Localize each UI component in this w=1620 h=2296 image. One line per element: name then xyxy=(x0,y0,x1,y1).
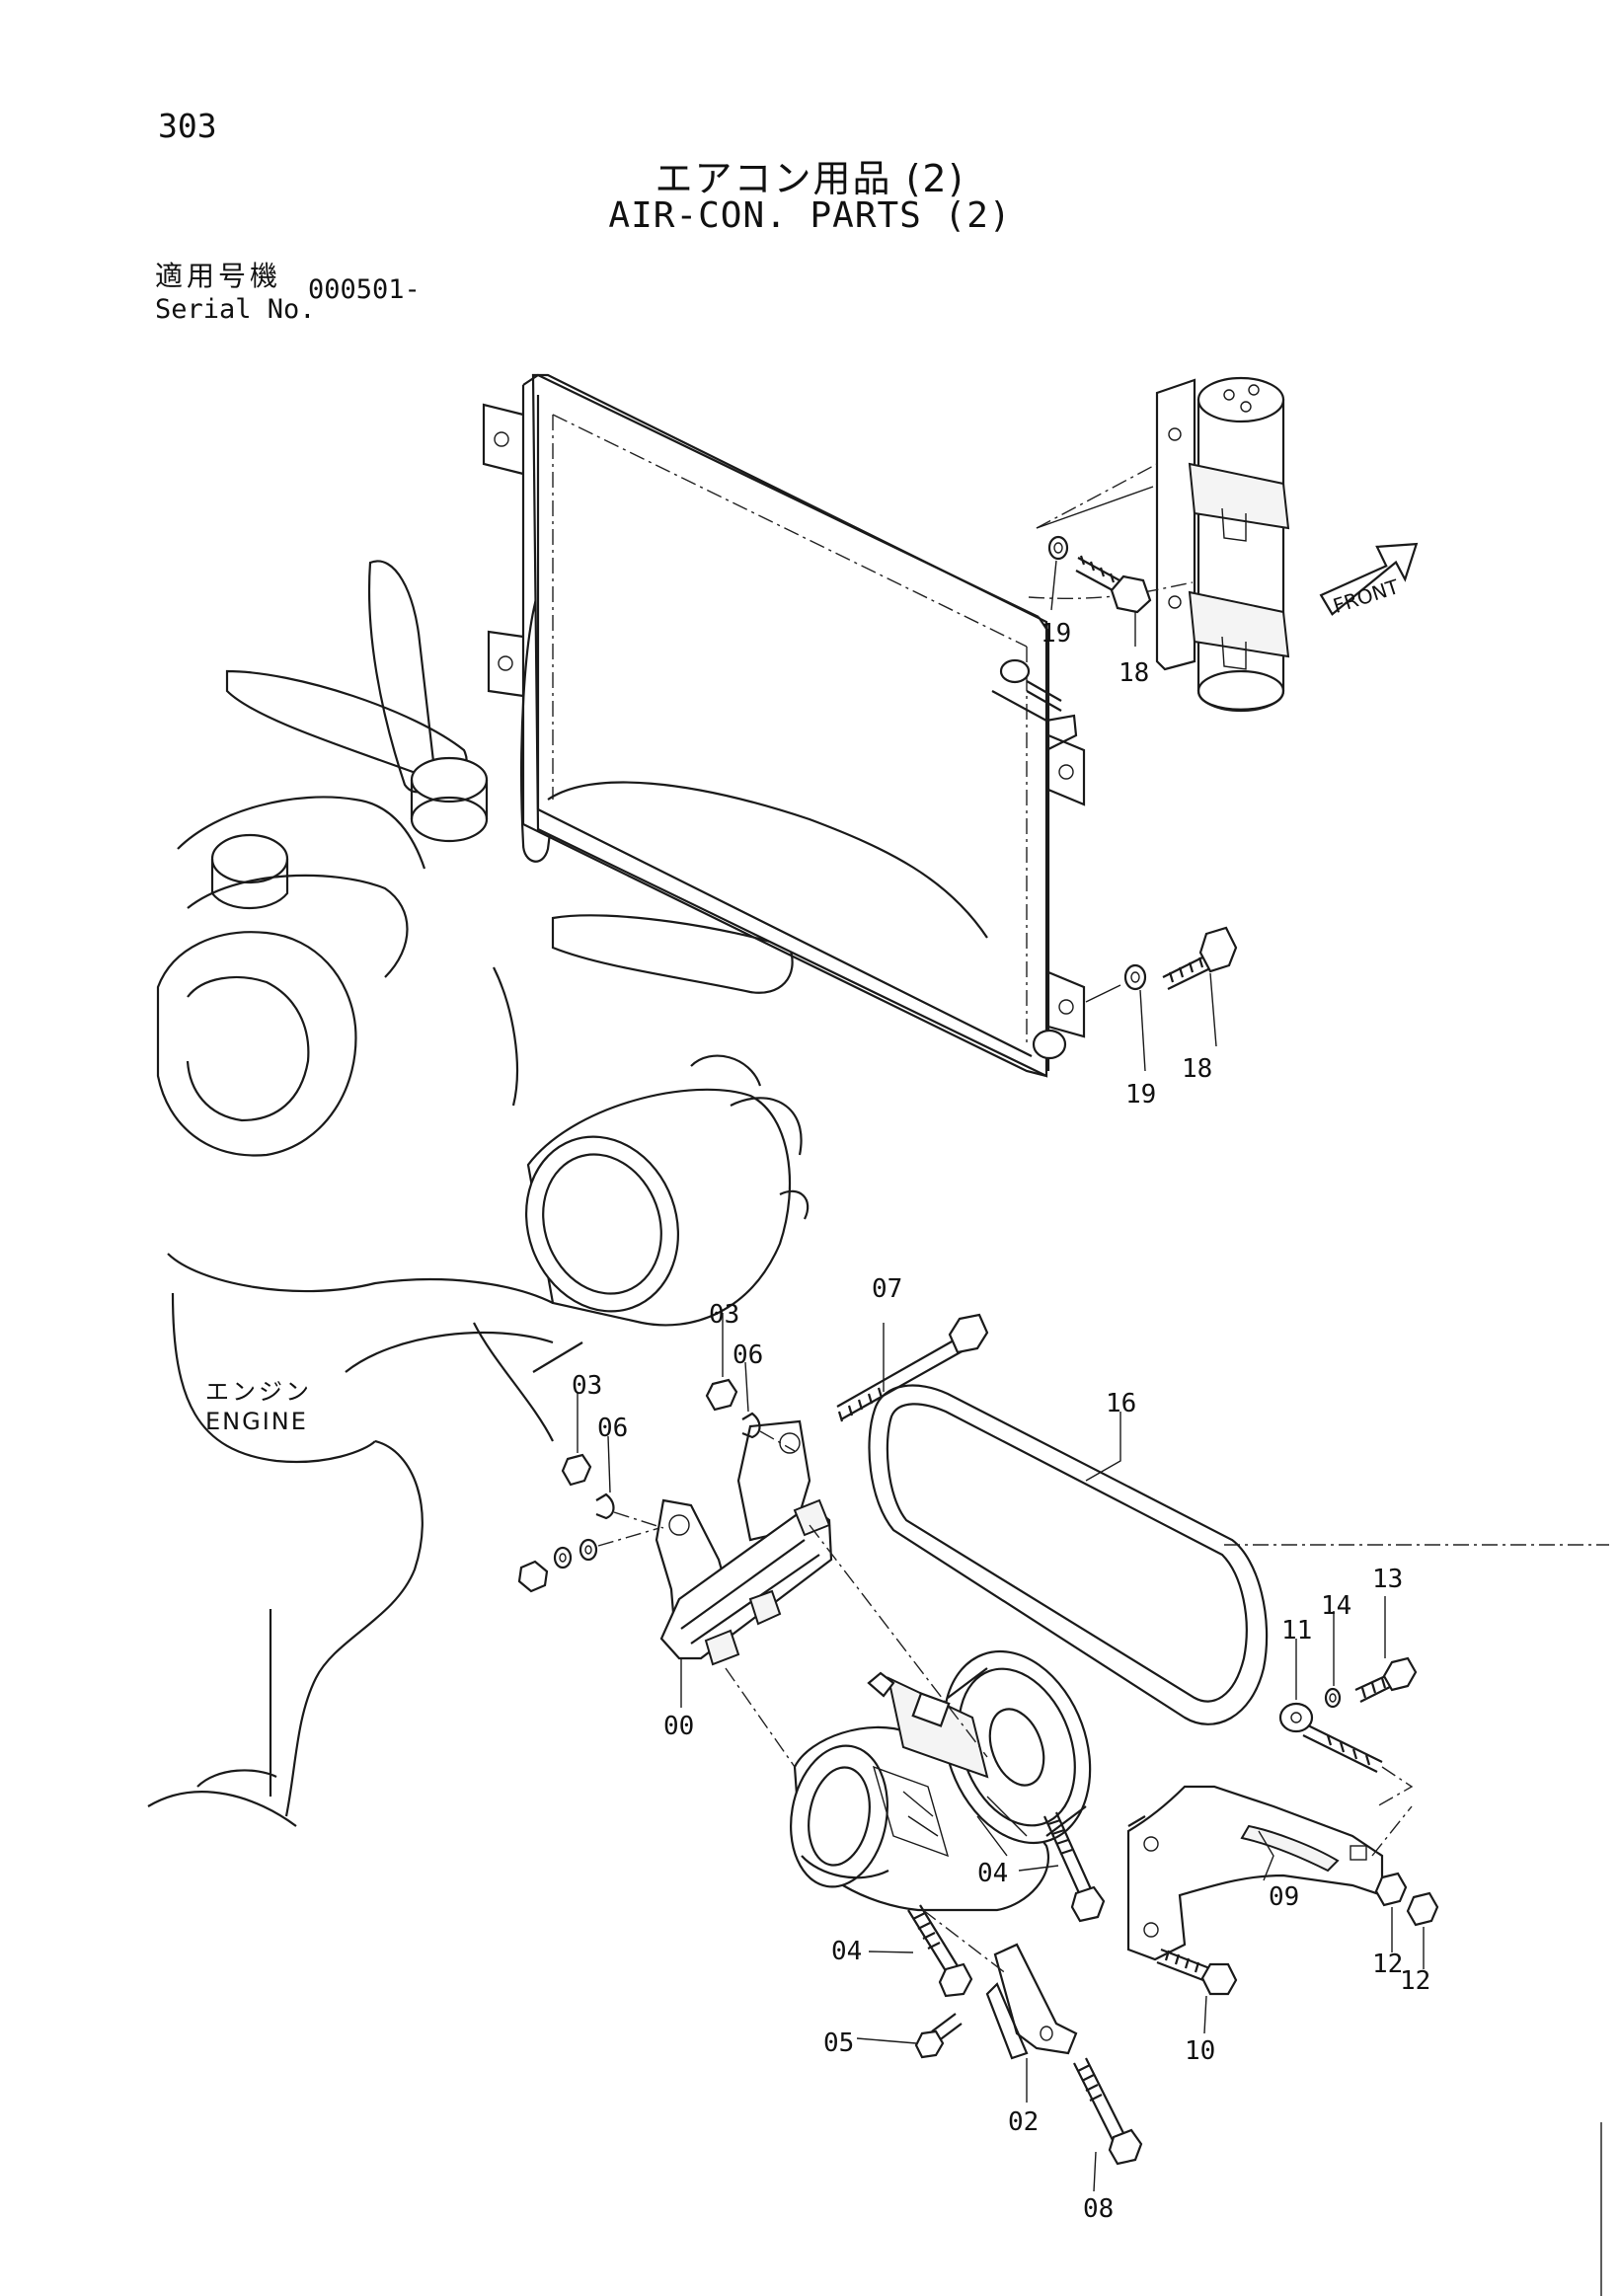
part-label-06-upper: 06 xyxy=(733,1340,763,1370)
serial-label-japanese: 適用号機 xyxy=(155,260,282,292)
bolt-10 xyxy=(1156,1948,1238,2034)
bolt-07 xyxy=(836,1313,989,1422)
condenser xyxy=(482,373,1086,1078)
receiver-drier xyxy=(1028,376,1290,713)
part-number-labels: 19 18 18 19 07 03 06 16 03 06 13 14 11 0… xyxy=(572,619,1430,2224)
part-label-10: 10 xyxy=(1185,2036,1215,2066)
bracket-02 xyxy=(985,1943,1078,2103)
part-label-06-lower: 06 xyxy=(597,1414,628,1443)
bolt-04-right xyxy=(1018,1811,1106,1923)
part-label-19-lower: 19 xyxy=(1125,1080,1156,1110)
part-label-02: 02 xyxy=(1008,2107,1039,2137)
bolt-18-lower xyxy=(1162,926,1238,1047)
nut-03-upper xyxy=(705,1313,738,1412)
part-label-07: 07 xyxy=(872,1274,902,1304)
washer-19-upper xyxy=(1047,535,1069,611)
serial-label-english: Serial No. xyxy=(155,294,316,325)
bolt-18-upper xyxy=(1075,555,1152,647)
part-label-08: 08 xyxy=(1083,2194,1114,2224)
page-number: 303 xyxy=(158,107,217,145)
front-direction-arrow: FRONT xyxy=(1319,542,1419,618)
part-label-05: 05 xyxy=(823,2028,854,2058)
part-label-03-upper: 03 xyxy=(709,1300,739,1330)
bolt-08 xyxy=(1073,2057,1143,2192)
washer-19-lower xyxy=(1085,963,1147,1072)
part-label-11: 11 xyxy=(1281,1616,1312,1645)
part-label-19-upper: 19 xyxy=(1041,619,1071,649)
compressor-bracket xyxy=(655,1419,988,1768)
front-label: FRONT xyxy=(1330,574,1402,618)
part-label-13: 13 xyxy=(1372,1565,1403,1594)
part-label-18-lower: 18 xyxy=(1182,1054,1212,1084)
v-belt xyxy=(868,1384,1609,1725)
engine-outline xyxy=(147,560,810,1827)
compressor xyxy=(790,1649,1092,1912)
washer-14 xyxy=(1324,1611,1342,1709)
washer-06-lower xyxy=(595,1435,615,1520)
part-label-03-lower: 03 xyxy=(572,1371,602,1401)
part-label-12-b: 12 xyxy=(1400,1966,1430,1996)
engine-label-english: ENGINE xyxy=(205,1408,308,1435)
title-japanese: エアコン用品 (2) xyxy=(655,157,965,200)
nut-03-lower xyxy=(561,1392,592,1487)
title-english: AIR-CON. PARTS (2) xyxy=(608,195,1012,236)
part-label-16: 16 xyxy=(1106,1389,1136,1418)
adjust-bolt-11 xyxy=(1278,1639,1414,1807)
washer-06-upper xyxy=(741,1361,761,1439)
nut-and-washers-left xyxy=(517,1527,660,1593)
part-label-04-right: 04 xyxy=(977,1859,1008,1888)
part-label-18-upper: 18 xyxy=(1119,658,1149,688)
part-label-14: 14 xyxy=(1321,1591,1351,1621)
part-label-09: 09 xyxy=(1269,1882,1299,1912)
bolt-04-left xyxy=(868,1904,973,1998)
bolt-05 xyxy=(856,2013,963,2059)
part-label-12-a: 12 xyxy=(1372,1950,1403,1979)
bolt-13 xyxy=(1354,1596,1418,1703)
mounting-bracket-09 xyxy=(1126,1785,1413,1961)
engine-label-japanese: エンジン xyxy=(205,1378,312,1406)
part-label-04-left: 04 xyxy=(831,1937,862,1966)
part-label-00: 00 xyxy=(663,1712,694,1741)
serial-number-value: 000501- xyxy=(308,274,421,305)
nuts-12 xyxy=(1374,1872,1439,1969)
